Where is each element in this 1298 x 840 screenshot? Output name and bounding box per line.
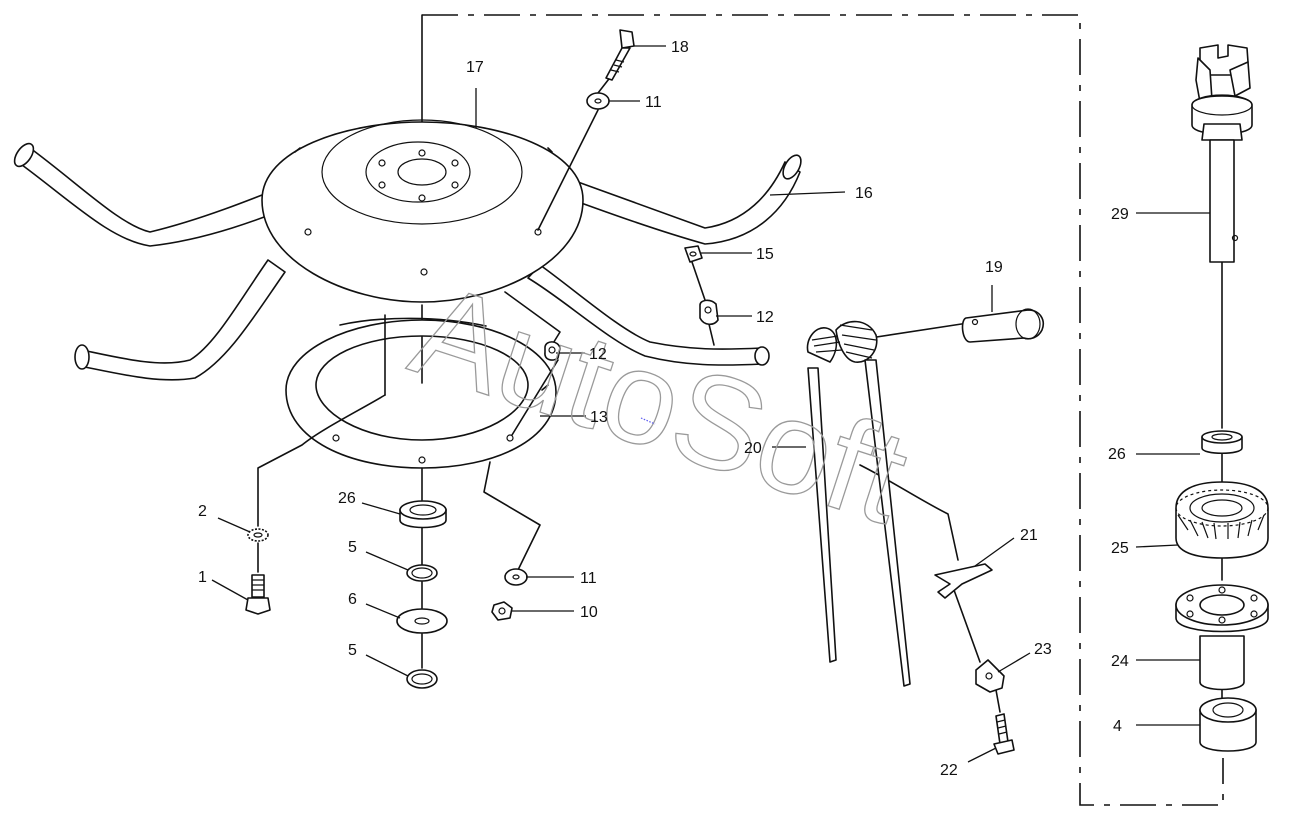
- part-label-22: 22: [940, 762, 958, 779]
- part-label-17: 17: [466, 59, 484, 76]
- pinion-shaft: [1191, 44, 1253, 263]
- clamp-12-upper: [699, 299, 719, 326]
- washer-5-lower: [406, 669, 438, 689]
- bushing: [1199, 697, 1257, 752]
- spring-tine: [806, 320, 911, 687]
- lock-washer: [247, 528, 269, 542]
- bearing-right: [1201, 430, 1243, 455]
- washer-6: [396, 608, 448, 634]
- part-label-16: 16: [855, 185, 873, 202]
- tine-clip-21: [934, 563, 993, 599]
- part-label-25: 25: [1111, 540, 1129, 557]
- part-label-11-bottom: 11: [580, 570, 597, 587]
- leader-lines: [211, 45, 1210, 763]
- washer-11-top: [586, 92, 610, 110]
- part-label-12-lower: 12: [589, 346, 607, 363]
- part-number-labels: 18 11 17 16 15 19 12 12 13 20 29 26 25 2…: [198, 39, 1129, 779]
- bracket-23: [975, 659, 1005, 693]
- part-label-11-top: 11: [645, 94, 662, 111]
- part-label-10: 10: [580, 604, 598, 621]
- part-label-26-left: 26: [338, 490, 356, 507]
- nut-15: [684, 245, 703, 263]
- part-label-12-upper: 12: [756, 309, 774, 326]
- nut-10: [491, 601, 513, 621]
- hub-flange: [1175, 584, 1269, 691]
- tine-arm-assembly: [13, 142, 802, 381]
- part-label-18: 18: [671, 39, 689, 56]
- part-label-20: 20: [744, 440, 762, 457]
- pin-19: [961, 308, 1044, 343]
- bolt-22: [993, 713, 1015, 755]
- part-label-24: 24: [1111, 653, 1129, 670]
- watermark: AutoSoft: [396, 254, 924, 552]
- part-label-4: 4: [1113, 718, 1122, 735]
- part-label-6: 6: [348, 591, 357, 608]
- clamp-12-lower: [544, 341, 561, 361]
- part-label-13: 13: [590, 409, 608, 426]
- alignment-lines: [257, 74, 1223, 713]
- part-label-15: 15: [756, 246, 774, 263]
- watermark-mark: [640, 417, 656, 425]
- part-label-23: 23: [1034, 641, 1052, 658]
- hex-bolt: [245, 574, 271, 615]
- part-label-5-upper: 5: [348, 539, 357, 556]
- part-label-19: 19: [985, 259, 1003, 276]
- watermark-text: AutoSoft: [397, 255, 924, 551]
- part-label-29: 29: [1111, 206, 1129, 223]
- part-label-2: 2: [198, 503, 207, 520]
- retaining-ring: [285, 314, 557, 469]
- washer-5-upper: [406, 564, 438, 582]
- part-label-26-right: 26: [1108, 446, 1126, 463]
- rotor-disc: [261, 119, 584, 303]
- washer-11-bottom: [504, 568, 528, 586]
- part-label-1: 1: [198, 569, 207, 586]
- part-label-5-lower: 5: [348, 642, 357, 659]
- bevel-gear: [1175, 481, 1269, 559]
- bearing-left: [399, 500, 447, 529]
- part-label-21: 21: [1020, 527, 1038, 544]
- bolt-18: [605, 29, 635, 81]
